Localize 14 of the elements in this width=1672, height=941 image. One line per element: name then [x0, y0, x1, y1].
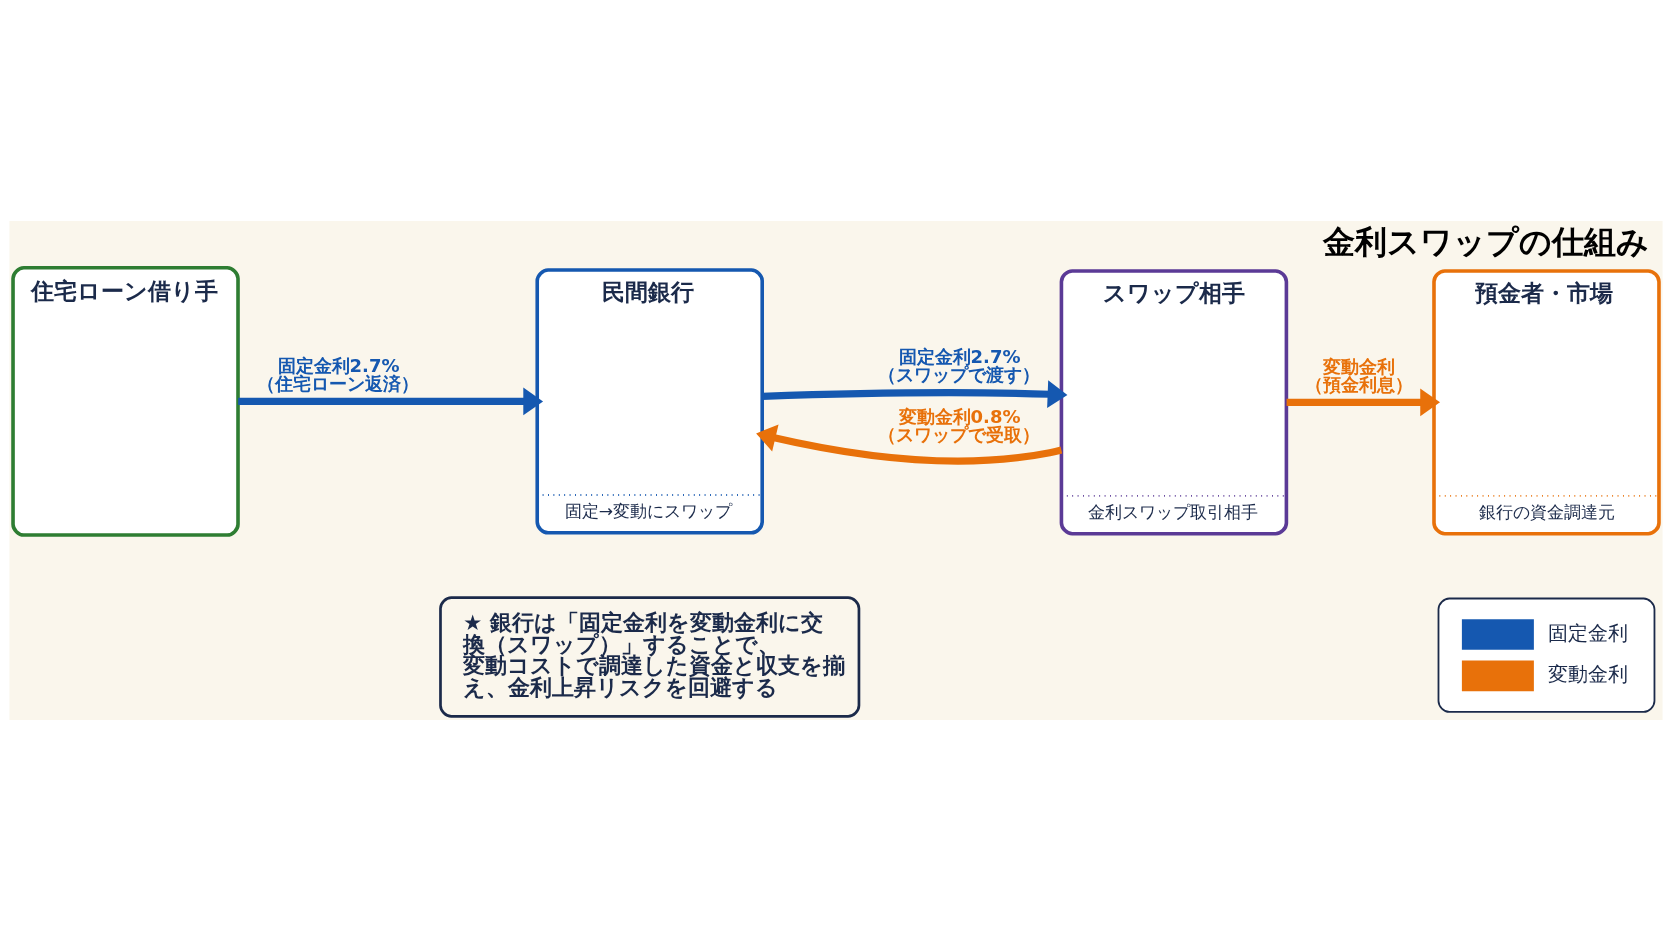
edge-label: 変動金利（預金利息） — [1305, 355, 1414, 395]
node-box: スワップ相手 金利スワップ取引相手 — [1059, 269, 1289, 536]
edge-label: 固定金利2.7%（スワップで渡す） — [878, 345, 1041, 385]
edge-label: 固定金利2.7%（住宅ローン返済） — [257, 354, 420, 394]
arrow — [238, 387, 544, 416]
node-box: ★ 銀行は「固定金利を変動金利に交換（スワップ）」することで、変動コストで調達した資金と収支を揃え、金利上昇リスクを回避する — [439, 596, 861, 718]
legend-label: 変動金利 — [1548, 662, 1629, 686]
arrow — [1286, 388, 1441, 417]
node-box: 住宅ローン借り手 — [11, 266, 240, 537]
edge-label: 変動金利0.8%（スワップで受取） — [878, 406, 1041, 446]
legend-label: 固定金利 — [1548, 621, 1629, 645]
arrow — [756, 424, 1063, 465]
arrow — [762, 380, 1068, 408]
diagram-title: 金利スワップの仕組み — [1323, 223, 1650, 262]
